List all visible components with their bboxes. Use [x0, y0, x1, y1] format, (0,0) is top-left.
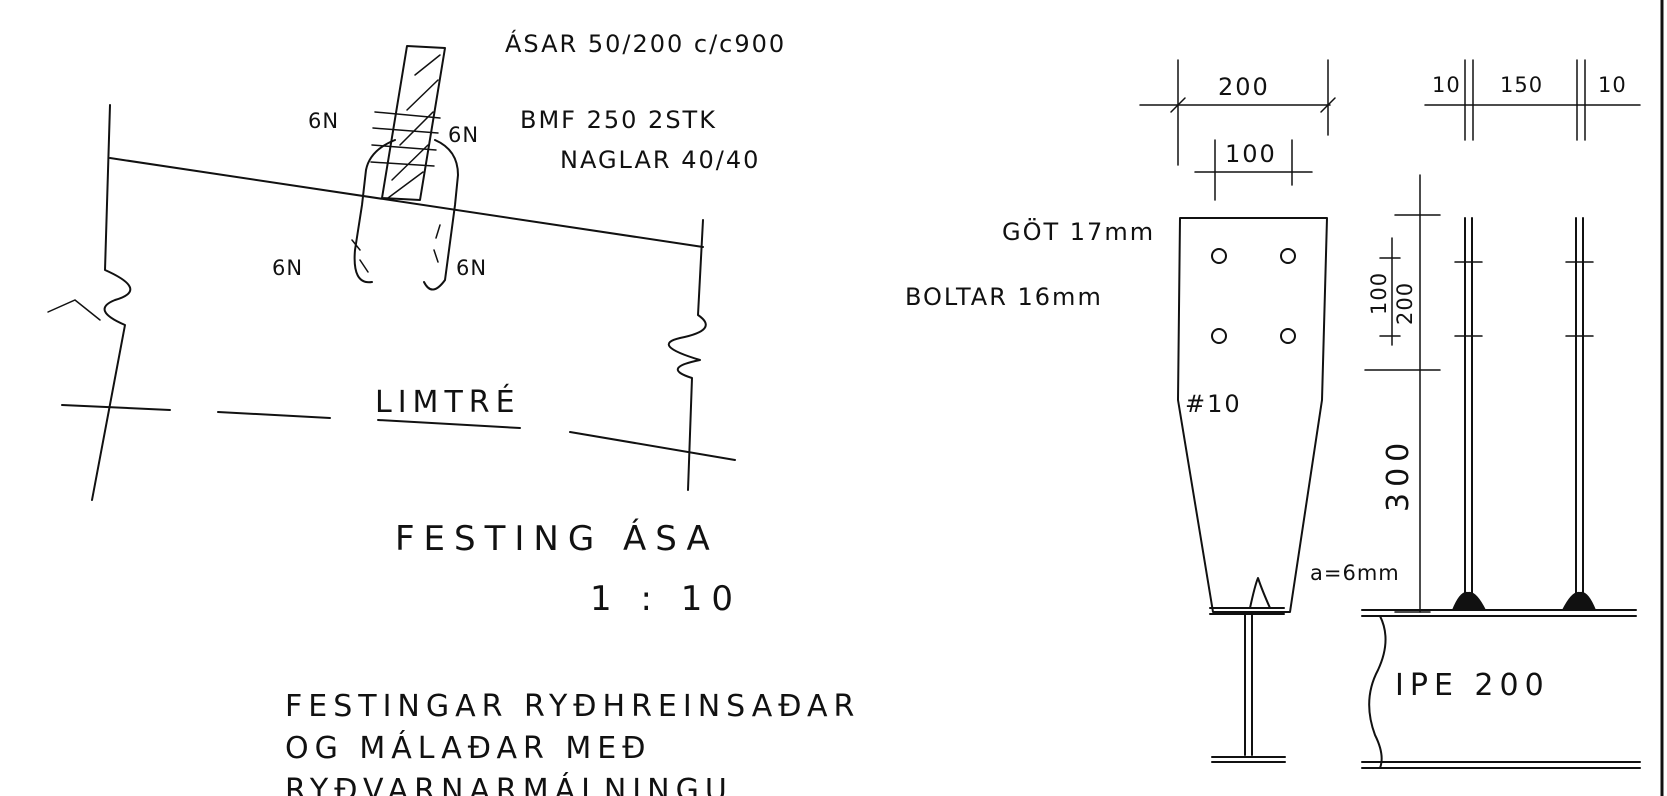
note-line-2: OG MÁLAÐAR MEÐ: [285, 730, 651, 766]
weld-fillet: [1249, 577, 1271, 609]
purlin-fixing-detail: ÁSAR 50/200 c/c900 BMF 250 2STK NAGLAR 4…: [47, 29, 786, 619]
nail-label-3: 6N: [272, 256, 303, 280]
weld-fillet-left: [1452, 591, 1486, 610]
bolt-label: BOLTAR 16mm: [905, 283, 1103, 311]
nail-label-1: 6N: [308, 109, 339, 133]
bolt-hole: [1280, 248, 1296, 264]
bracket-text: BMF 250 2STK: [520, 106, 717, 134]
weld-fillet-right: [1562, 591, 1596, 610]
dim-bolt-spacing: 100: [1225, 140, 1277, 168]
general-notes: FESTINGAR RYÐHREINSAÐAR OG MÁLAÐAR MEÐ R…: [285, 689, 860, 796]
nail-label-4: 6N: [456, 256, 487, 280]
base-plate-detail: 200 100 GÖT 17mm BOLTAR 16mm #10: [905, 59, 1336, 763]
dim-mid: 150: [1500, 73, 1543, 97]
dim-v-lower: 300: [1381, 437, 1416, 512]
beam-left-break: [91, 104, 132, 501]
bracket-left: [353, 139, 396, 284]
dim-v-small: 100: [1367, 272, 1391, 315]
purlin: [381, 45, 446, 201]
note-line-1: FESTINGAR RYÐHREINSAÐAR: [285, 689, 860, 724]
bolt-hole: [1211, 328, 1227, 344]
side-view-detail: 10 150 10 100 200 300 a=6mm: [1310, 59, 1641, 769]
dim-left: 10: [1432, 73, 1461, 97]
bracket-right: [423, 139, 459, 291]
nail-label-2: 6N: [448, 123, 479, 147]
bolt-marks: [1454, 261, 1594, 337]
dim-width: 200: [1218, 73, 1270, 101]
dim-v-large: 200: [1393, 282, 1417, 325]
dim-right: 10: [1598, 73, 1627, 97]
weld-size: a=6mm: [1310, 561, 1400, 585]
plate-thickness: #10: [1185, 390, 1242, 418]
ipe-break-line: [1368, 615, 1387, 769]
hole-label: GÖT 17mm: [1002, 217, 1155, 246]
beam-right-break: [667, 219, 707, 491]
beam-dash-line: [61, 404, 736, 461]
note-line-3: RYÐVARNARMÁLNINGU: [285, 772, 733, 796]
nails-text: NAGLAR 40/40: [560, 146, 760, 174]
bolt-hole: [1211, 248, 1227, 264]
detail-title: FESTING ÁSA: [395, 518, 719, 559]
base-plate: [1177, 217, 1328, 613]
beam-label: LIMTRÉ: [375, 384, 521, 420]
beam-section: IPE 200: [1395, 668, 1550, 703]
beam-top-edge: [109, 157, 704, 248]
bolt-hole: [1280, 328, 1296, 344]
detail-scale: 1 : 10: [590, 579, 742, 619]
purlin-spec-text: ÁSAR 50/200 c/c900: [505, 29, 786, 58]
